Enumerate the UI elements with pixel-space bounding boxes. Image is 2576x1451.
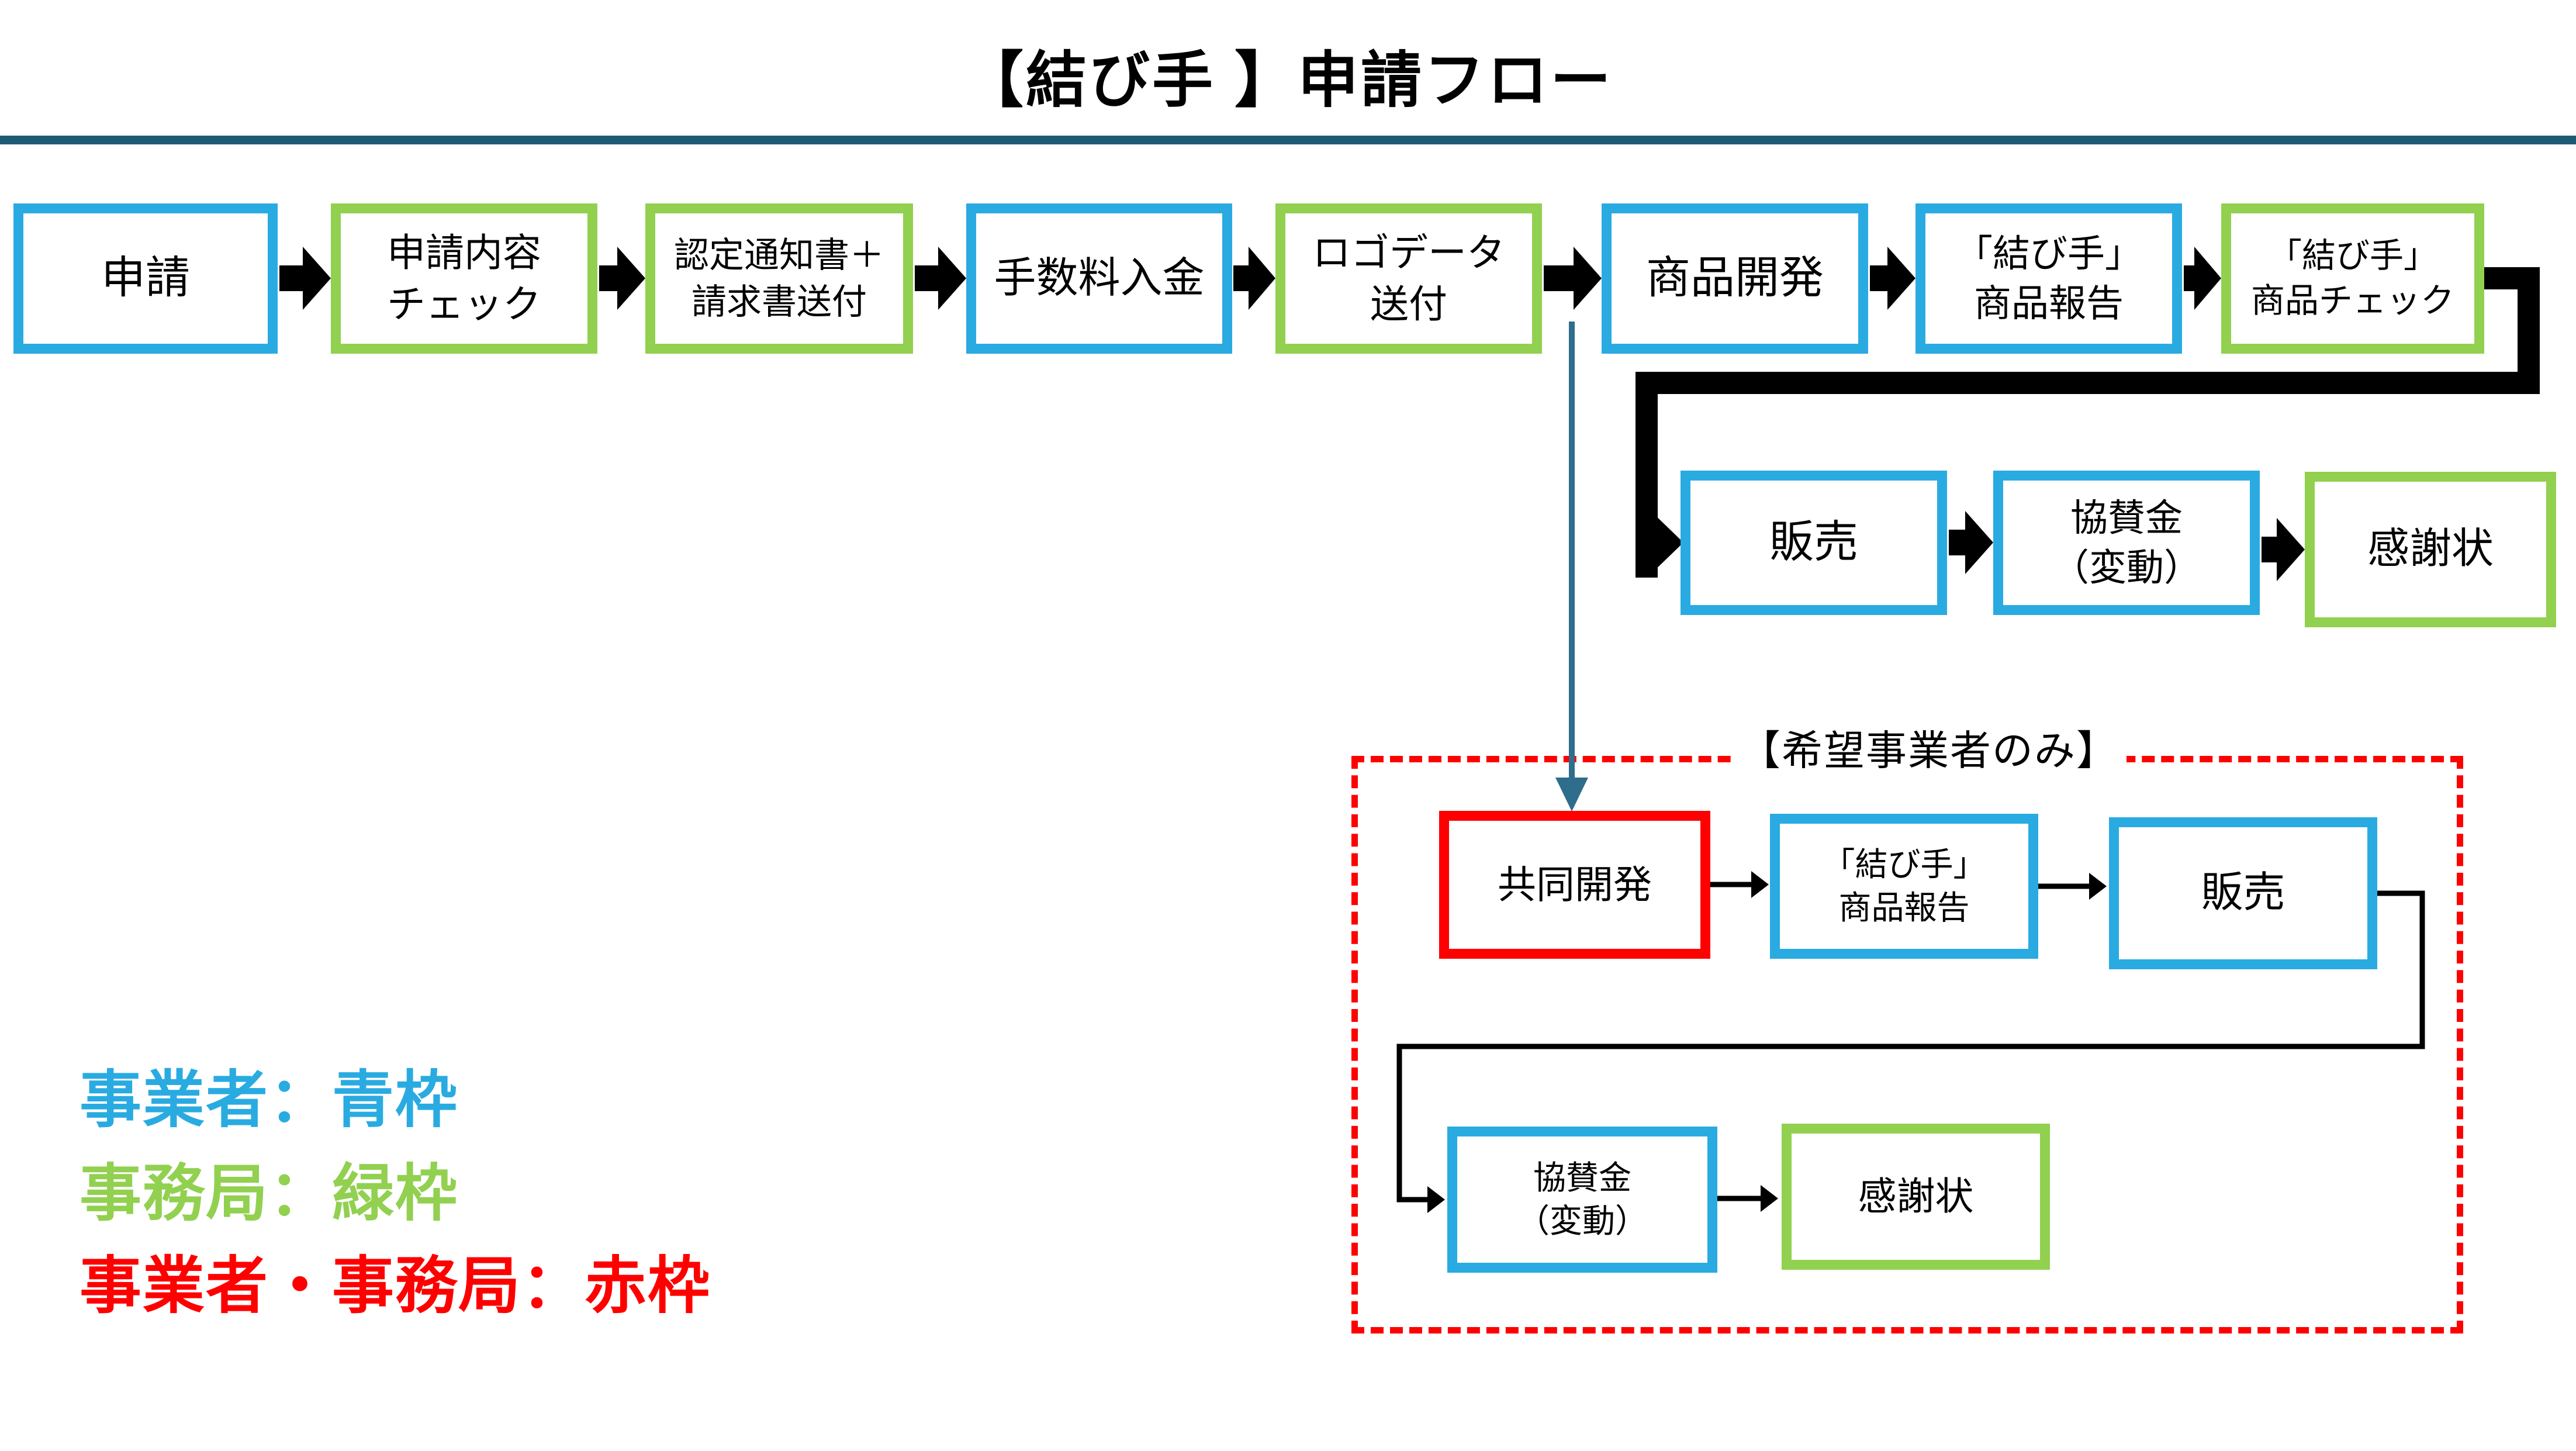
box-logo-data: ロゴデータ 送付: [1275, 203, 1542, 354]
box-joint-product-report: 「結び手」 商品報告: [1770, 814, 2038, 959]
optional-branch-arrowhead: [1555, 778, 1588, 811]
wrap-connector-seg-across: [1635, 372, 2540, 394]
flow-arrow-4: [1233, 247, 1275, 310]
box-sale: 販売: [1681, 471, 1947, 615]
box-joint-thanks-letter: 感謝状: [1782, 1124, 2050, 1270]
flow-arrow-1: [279, 247, 331, 310]
box-product-check: 「結び手」 商品チェック: [2221, 203, 2484, 354]
box-product-dev-label: 商品開発: [1646, 253, 1824, 303]
box-logo-data-label: ロゴデータ 送付: [1312, 231, 1505, 326]
flow-arrow-3: [915, 247, 966, 310]
legend-office: 事務局：緑枠: [79, 1159, 458, 1228]
box-content-check-label: 申請内容 チェック: [387, 231, 541, 326]
box-joint-dev-label: 共同開発: [1498, 862, 1652, 906]
box-joint-thanks-letter-label: 感謝状: [1858, 1174, 1974, 1218]
optional-wrap-connector-path: [1396, 890, 2425, 1203]
legend-operator-and-office: 事業者・事務局：赤枠: [79, 1252, 711, 1321]
title-underline: [0, 136, 2576, 144]
box-fee-payment-label: 手数料入金: [994, 254, 1205, 302]
box-joint-sale: 販売: [2109, 817, 2377, 969]
box-apply-label: 申請: [101, 253, 190, 303]
optional-arrow-3: [1717, 1185, 1778, 1212]
box-notice-invoice: 認定通知書＋ 請求書送付: [645, 203, 913, 354]
legend-operator: 事業者：青枠: [79, 1066, 458, 1135]
wrap-connector: [1635, 267, 2540, 578]
box-notice-invoice-label: 認定通知書＋ 請求書送付: [674, 236, 884, 322]
box-product-dev: 商品開発: [1602, 203, 1868, 354]
flow-arrow-7: [2184, 247, 2221, 310]
box-content-check: 申請内容 チェック: [331, 203, 597, 354]
box-thanks-letter-label: 感謝状: [2367, 526, 2494, 573]
flow-arrow-6: [1870, 247, 1915, 310]
optional-branch-arrow-line: [1569, 322, 1575, 780]
optional-arrow-1-head: [1751, 871, 1769, 898]
box-joint-sponsor-fee-label: 協賛金 （変動）: [1517, 1159, 1648, 1239]
flow-arrow-2: [599, 247, 645, 310]
box-product-report-label: 「結び手」 商品報告: [1955, 233, 2142, 324]
box-sponsor-fee: 協賛金 （変動）: [1993, 471, 2260, 615]
box-product-check-label: 「結び手」 商品チェック: [2250, 236, 2454, 320]
box-thanks-letter: 感謝状: [2305, 472, 2556, 627]
optional-arrow-1: [1710, 871, 1769, 898]
flow-arrow-9: [2262, 518, 2305, 581]
box-joint-product-report-label: 「結び手」 商品報告: [1822, 846, 1986, 926]
optional-wrap-connector-head: [1427, 1186, 1445, 1213]
optional-section-label: 【希望事業者のみ】: [1731, 718, 2127, 777]
wrap-connector-arrowhead: [1648, 509, 1683, 576]
box-joint-sale-label: 販売: [2201, 869, 2285, 917]
box-joint-dev: 共同開発: [1439, 811, 1710, 959]
optional-arrow-2-head: [2089, 873, 2107, 900]
optional-branch-arrow: [1555, 322, 1588, 811]
box-product-report: 「結び手」 商品報告: [1915, 203, 2182, 354]
flow-arrow-8: [1949, 511, 1993, 574]
optional-arrow-2: [2038, 873, 2107, 900]
box-sponsor-fee-label: 協賛金 （変動）: [2052, 497, 2201, 589]
box-joint-sponsor-fee: 協賛金 （変動）: [1447, 1127, 1717, 1273]
flow-arrow-5: [1544, 247, 1602, 310]
box-fee-payment: 手数料入金: [966, 203, 1232, 354]
optional-wrap-connector: [1396, 890, 2425, 1213]
optional-arrow-3-head: [1761, 1185, 1778, 1212]
page-title: 【結び手 】申請フロー: [963, 47, 1613, 115]
box-apply: 申請: [13, 203, 278, 354]
box-sale-label: 販売: [1769, 517, 1858, 568]
